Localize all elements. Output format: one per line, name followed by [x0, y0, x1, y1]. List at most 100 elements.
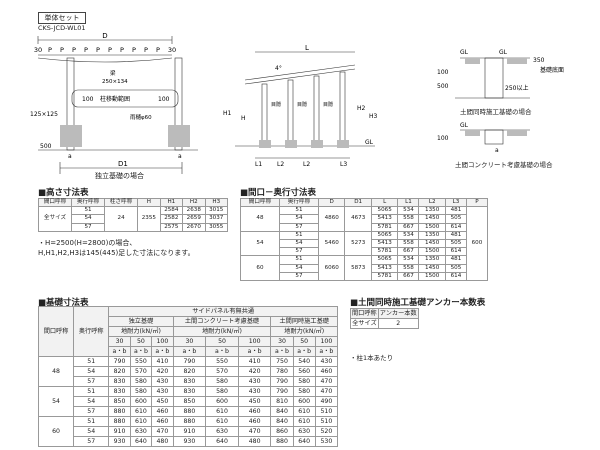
height-table-title: ■高さ寸法表 [38, 188, 89, 198]
h1-label: H1 [223, 110, 232, 117]
table-row: 全サイズ 51 24 2355 2584 2638 3015 [37, 206, 228, 232]
movable-range: 柱移動範囲 [100, 95, 130, 103]
col-header: 30 [108, 336, 131, 347]
col-header: a・b [172, 346, 207, 357]
col-header: 奥行呼称 [71, 197, 106, 208]
p-label: P [48, 46, 52, 54]
col-header: 30 [270, 336, 294, 347]
col-header: サイドパネル有無共通 [108, 306, 338, 317]
col-header: a・b [151, 346, 174, 357]
col-header: 独立基礎 [108, 316, 174, 327]
col-header: H2 [182, 197, 206, 208]
gl-label: GL [460, 122, 469, 129]
col-header: L1 [397, 197, 420, 208]
bottom-label: L2 [277, 161, 284, 168]
col-header: 土間コンクリート考慮基礎 [172, 316, 272, 327]
height-note: ・H=2500(H=2800)の場合、 [38, 239, 137, 247]
p-label: P [108, 46, 112, 54]
beam-size: 250×134 [102, 79, 128, 85]
col-header: a・b [292, 346, 316, 357]
gl-label: GL [365, 139, 374, 146]
col-header: 地耐力(kN/㎡) [172, 326, 272, 337]
col-header: 50 [205, 336, 239, 347]
height-500: 500 [40, 143, 52, 150]
gl-label: GL [499, 49, 508, 56]
col-header: 間口呼称 [37, 197, 73, 208]
anchor-note: ・柱1本あたり [350, 354, 394, 362]
v100-label: 100 [437, 69, 449, 76]
bottom-label: L1 [255, 161, 262, 168]
foundation-table: 間口呼称奥行呼称サイドパネル有無共通独立基礎土間コンクリート考慮基礎土間同時施工… [37, 306, 339, 447]
gl-label: GL [460, 49, 469, 56]
panel-label: 目隠 [323, 101, 333, 108]
col-header: H3 [204, 197, 228, 208]
beam-label: 梁 [110, 69, 116, 77]
d-label: D [102, 32, 107, 40]
col-header: 間口呼称 [240, 197, 280, 208]
col-header: 土間同時施工基礎 [270, 316, 338, 327]
l-label: L [305, 44, 309, 52]
col-header: a・b [205, 346, 239, 357]
caption-floor-simultaneous: 土間同時施工基礎の場合 [460, 108, 532, 116]
col-header: 50 [129, 336, 153, 347]
d1-label: D1 [118, 160, 128, 168]
product-code: CKS-JCD-WL01 [38, 24, 86, 32]
bottom-label: L2 [303, 161, 310, 168]
height-note: H,H1,H2,H3は145(445)足した寸法になります。 [38, 249, 195, 257]
col-header: a・b [108, 346, 131, 357]
col-header: アンカー本数 [377, 308, 419, 319]
col-header: 柱さ呼称 [104, 197, 139, 208]
p-label: P [72, 46, 76, 54]
p-label: P [84, 46, 88, 54]
col-header: a・b [237, 346, 272, 357]
p-label: P [144, 46, 148, 54]
front-view-caption: 独立基礎の場合 [95, 172, 144, 180]
front-view-diagram: D 30 P P P P P P P P P P 30 梁 250×134 柱移… [30, 32, 198, 174]
col-header: H1 [159, 197, 184, 208]
height-table: 間口呼称 奥行呼称 柱さ呼称 H H1 H2 H3 全サイズ 51 24 235… [37, 197, 228, 232]
col-header: 100 [314, 336, 339, 347]
p-label: 30 [168, 46, 176, 54]
p-label: 30 [34, 46, 42, 54]
caption-floor-concrete: 土間コンクリート考慮基礎の場合 [455, 161, 553, 169]
panel-label: 目隠 [271, 101, 281, 108]
col-header: 50 [292, 336, 316, 347]
side-view-diagram: L 4° H H1 H2 H3 GL 目隠 目隠 目隠 L1 L2 L2 L3 [223, 44, 378, 168]
p-label: P [60, 46, 64, 54]
p-label: P [132, 46, 136, 54]
col-header: 地耐力(kN/㎡) [270, 326, 338, 337]
foundation-table-title: ■基礎寸法表 [38, 298, 89, 308]
col-header: D1 [344, 197, 372, 208]
col-header: 地耐力(kN/㎡) [108, 326, 174, 337]
col-header: D [317, 197, 346, 208]
h-label: H [241, 115, 246, 122]
col-header: a・b [129, 346, 153, 357]
col-header: 奥行呼称 [278, 197, 319, 208]
col-header: H [137, 197, 161, 208]
col-header: L3 [444, 197, 467, 208]
col-header: 100 [151, 336, 174, 347]
slope-label: 4° [275, 65, 282, 72]
a-label: a [495, 147, 499, 154]
v500-label: 500 [437, 83, 449, 90]
table-row: 全サイズ 2 [350, 318, 419, 329]
p-label: P [96, 46, 100, 54]
col-header: 奥行呼称 [73, 306, 110, 357]
a-label: a [68, 153, 72, 160]
col-header: L [370, 197, 399, 208]
gap-label: 250以上 [505, 84, 528, 92]
